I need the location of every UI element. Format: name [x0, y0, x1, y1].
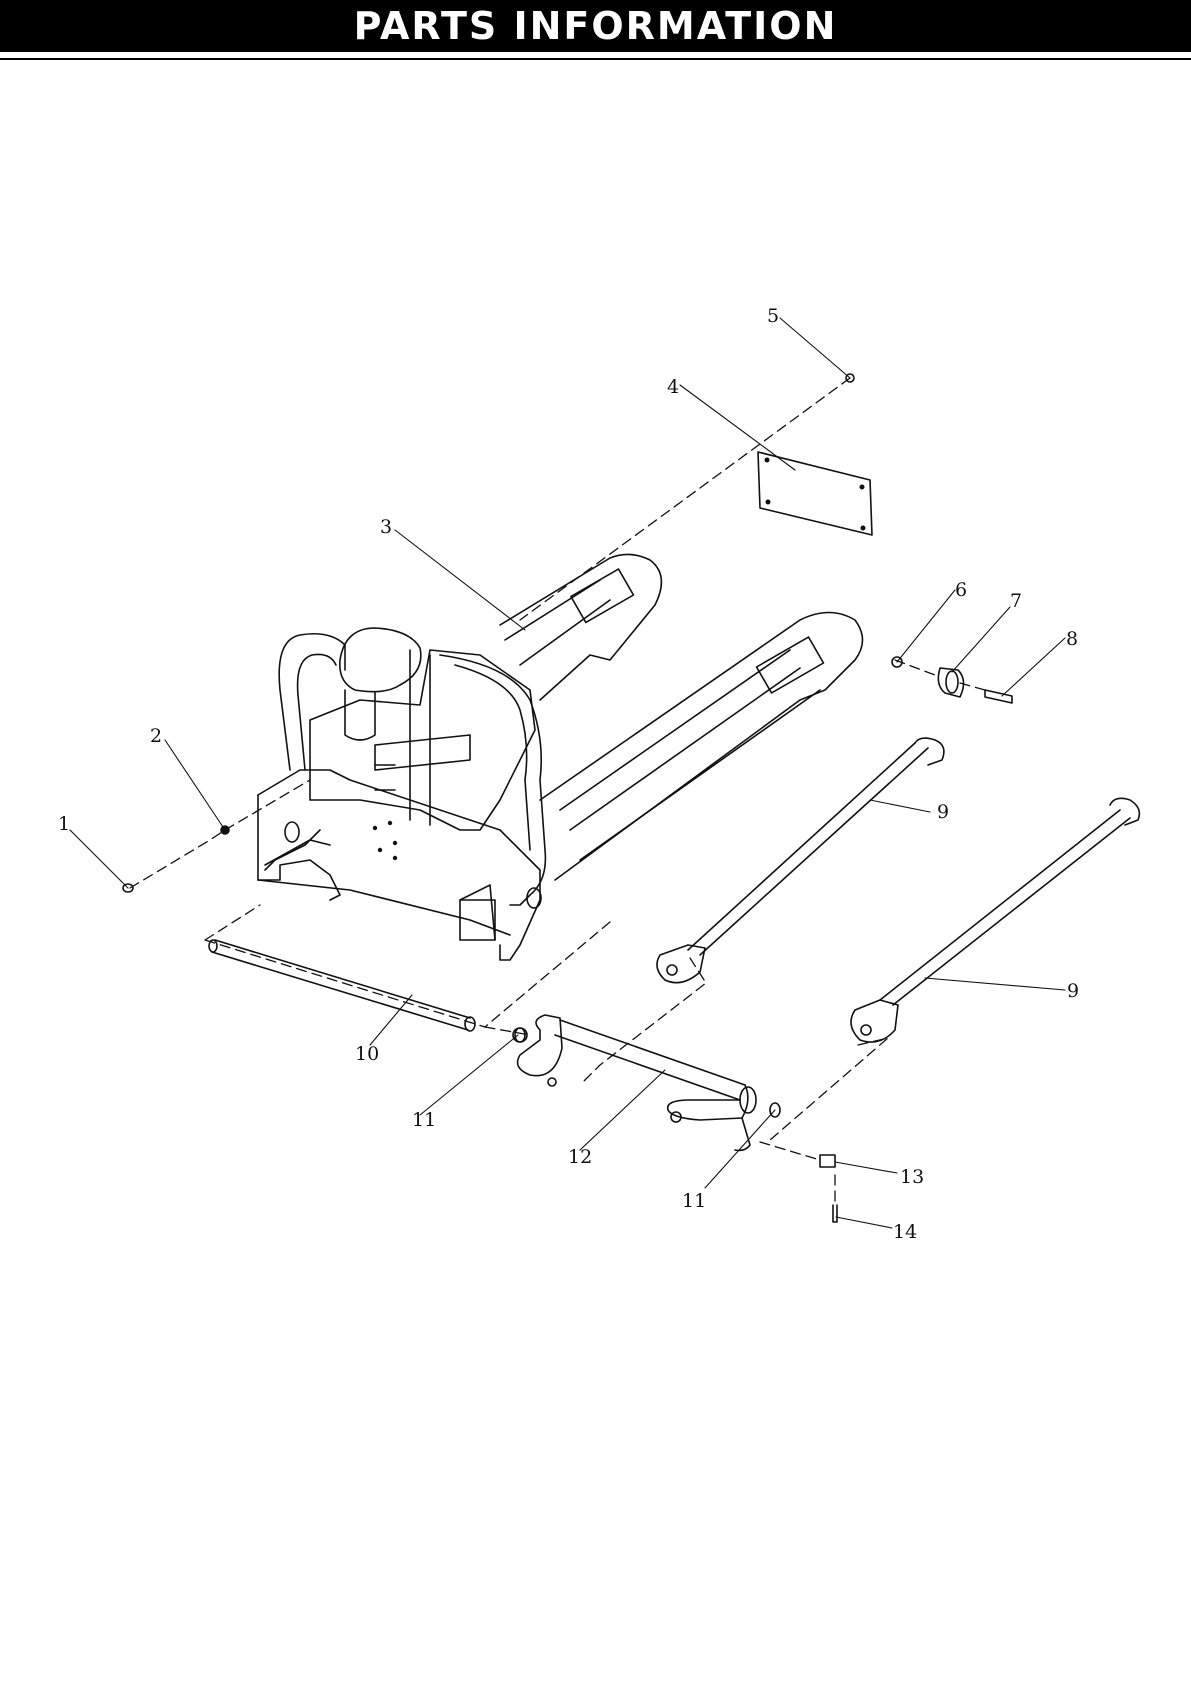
- callout-7: 7: [1010, 590, 1022, 612]
- callout-5: 5: [767, 305, 779, 327]
- pin-8: [985, 690, 1012, 703]
- fork-right-window: [757, 637, 824, 693]
- callout-6: 6: [955, 579, 967, 601]
- push-rod-lower: [880, 810, 1130, 1005]
- frame-hole-left: [285, 822, 299, 842]
- callout-14: 14: [893, 1221, 917, 1243]
- small-parts: [123, 374, 1012, 1222]
- callout-11b: 11: [682, 1190, 706, 1212]
- assembly-lines: [130, 378, 985, 1205]
- callout-11a: 11: [412, 1109, 436, 1131]
- leader-lines: [70, 318, 1065, 1228]
- callout-4: 4: [667, 376, 679, 398]
- callout-numbers: 1 2 3 4 5 6 7 8 9 9 10 11 11 12 13 14: [58, 305, 1079, 1243]
- wheel-axle-assembly: [513, 1015, 780, 1150]
- callout-2: 2: [150, 725, 162, 747]
- fork-left-inner: [505, 580, 610, 665]
- callout-1: 1: [58, 813, 70, 835]
- pin-14: [833, 1205, 837, 1222]
- callout-12: 12: [568, 1146, 592, 1168]
- callout-8: 8: [1066, 628, 1078, 650]
- fork-right: [540, 613, 863, 881]
- axle-rod: [209, 940, 475, 1031]
- main-frame: [258, 554, 863, 960]
- sleeve-13: [820, 1155, 835, 1167]
- plate-4: [758, 452, 872, 535]
- callout-3: 3: [380, 516, 392, 538]
- callout-10: 10: [355, 1043, 379, 1065]
- callout-9a: 9: [937, 801, 949, 823]
- callout-13: 13: [900, 1166, 924, 1188]
- base-bracket-right: [460, 900, 495, 940]
- snap-ring-left: [515, 1028, 525, 1042]
- fork-right-inner: [560, 650, 820, 860]
- callout-9b: 9: [1067, 980, 1079, 1002]
- pump-head: [340, 628, 421, 692]
- push-rod-upper: [688, 743, 928, 955]
